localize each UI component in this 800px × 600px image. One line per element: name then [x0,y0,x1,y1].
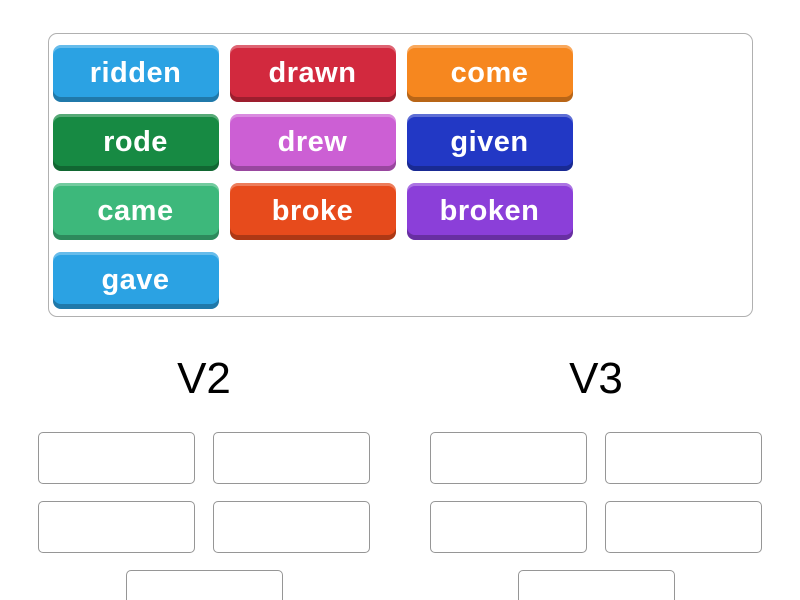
drop-slot-v3-4[interactable] [605,501,762,553]
drop-slot-v3-3[interactable] [430,501,587,553]
drop-slot-v2-2[interactable] [213,432,370,484]
drop-slot-v2-3[interactable] [38,501,195,553]
group-title-v2: V2 [177,354,231,403]
word-tile-broken[interactable]: broken [406,183,573,240]
group-sort-area: V2 V3 [0,357,800,600]
group-v2-slots [38,432,371,600]
group-v3: V3 [430,357,763,600]
word-tile-gave[interactable]: gave [52,252,219,309]
group-title-v3: V3 [569,354,623,403]
word-tile-given[interactable]: given [406,114,573,171]
group-v3-slots [430,432,763,600]
drop-slot-v2-5[interactable] [125,570,283,600]
word-tile-rode[interactable]: rode [52,114,219,171]
word-tile-drawn[interactable]: drawn [229,45,396,102]
drop-slot-v2-1[interactable] [38,432,195,484]
word-tile-came[interactable]: came [52,183,219,240]
word-tile-ridden[interactable]: ridden [52,45,219,102]
word-tile-broke[interactable]: broke [229,183,396,240]
word-tile-drew[interactable]: drew [229,114,396,171]
drop-slot-v2-4[interactable] [213,501,370,553]
group-v2: V2 [38,357,371,600]
drop-slot-v3-1[interactable] [430,432,587,484]
drop-slot-v3-2[interactable] [605,432,762,484]
word-tile-come[interactable]: come [406,45,573,102]
drop-slot-v3-5[interactable] [517,570,675,600]
